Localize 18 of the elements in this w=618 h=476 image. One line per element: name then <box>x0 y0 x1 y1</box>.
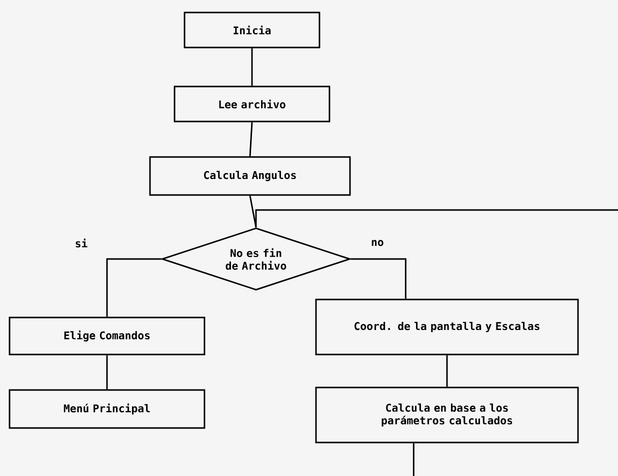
edge-label: no <box>372 240 384 246</box>
connector-line <box>106 258 162 317</box>
connector-line <box>106 355 108 390</box>
connector-line <box>249 122 253 156</box>
process-box: Coord. de la pantalla y Escalas <box>315 298 579 356</box>
connector-line <box>412 443 414 476</box>
connector-line <box>255 209 618 228</box>
connector-line <box>251 48 253 86</box>
process-box: Calcula Angulos <box>149 156 351 196</box>
process-box: Calcula en base a los parámetros calculados <box>315 386 579 444</box>
process-box: Menú Principal <box>8 389 206 429</box>
connector-line <box>249 196 257 228</box>
process-box: Elige Comandos <box>8 316 206 356</box>
process-box: Inicia <box>184 12 320 48</box>
process-box: Lee archivo <box>174 86 330 122</box>
connector-line <box>446 355 448 387</box>
connector-line <box>350 258 406 299</box>
edge-label: si <box>76 238 88 248</box>
